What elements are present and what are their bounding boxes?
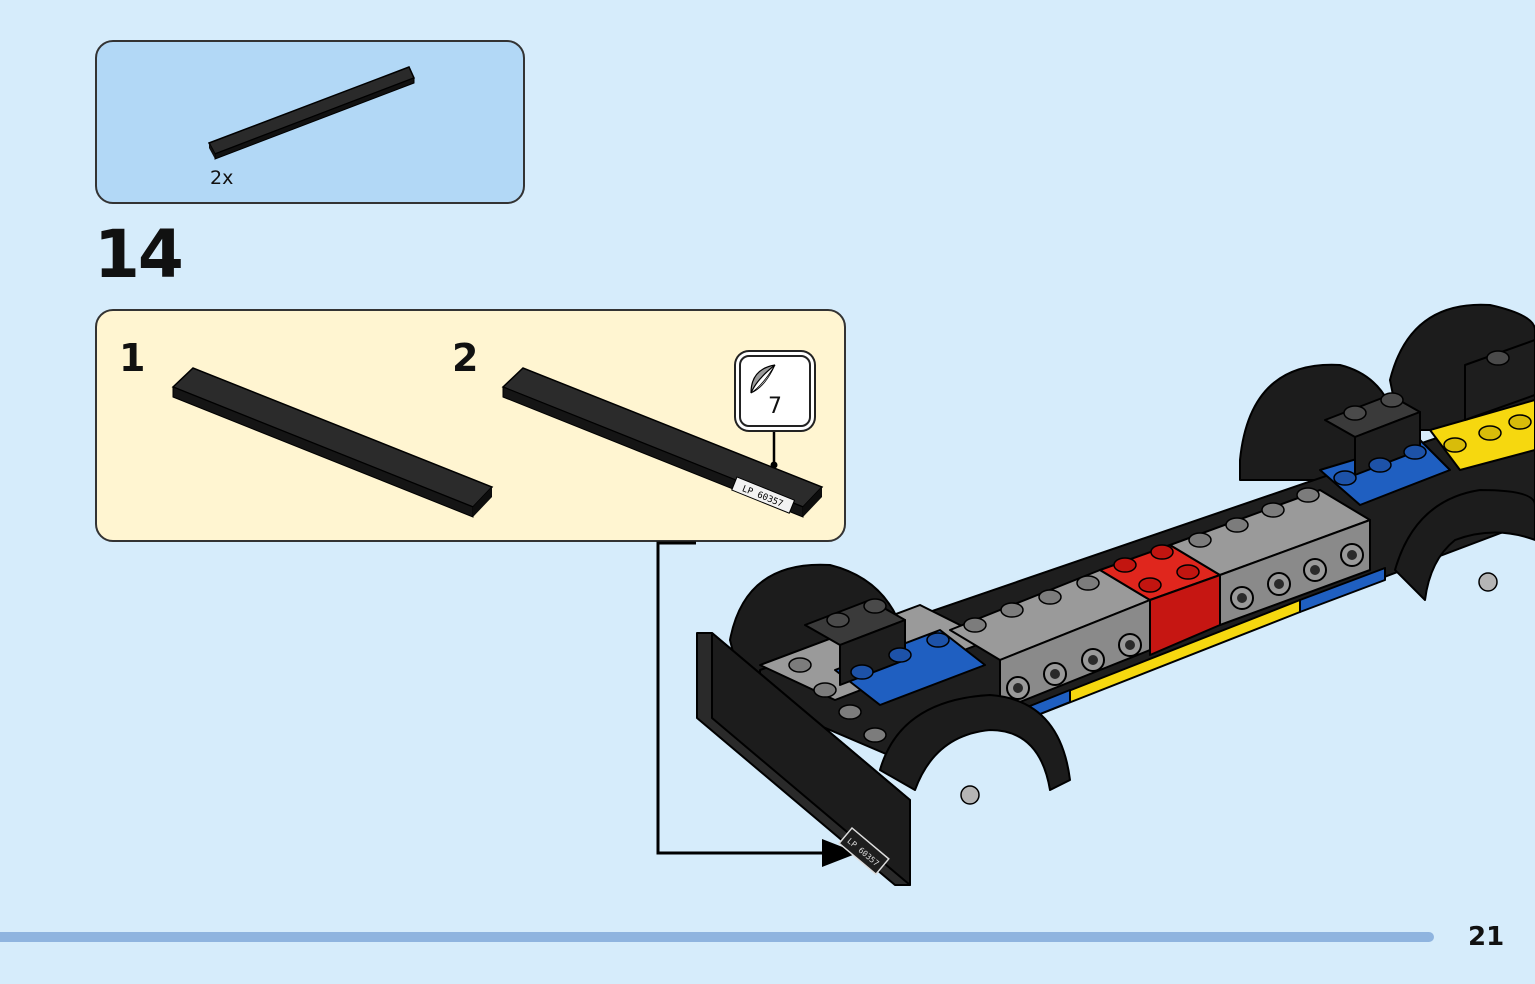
- parts-list-box: 2x: [95, 40, 525, 204]
- long-black-tile-icon: [171, 367, 494, 518]
- sticker-number: 7: [768, 394, 782, 419]
- part-quantity: 2x: [210, 167, 234, 189]
- sub-step-1-number: 1: [119, 336, 146, 380]
- step-number: 14: [94, 216, 184, 293]
- sticker-peel-icon: [750, 364, 776, 394]
- page-progress-bar: [0, 932, 1434, 942]
- sticker-callout: 7: [739, 355, 811, 427]
- long-black-tile-with-sticker-icon: LP 60357: [501, 367, 824, 518]
- sub-step-box: 1 2 LP 60357 7: [95, 309, 846, 542]
- sub-step-2-number: 2: [452, 336, 479, 380]
- black-tile-part-icon: [207, 66, 416, 160]
- page-number: 21: [1468, 922, 1505, 952]
